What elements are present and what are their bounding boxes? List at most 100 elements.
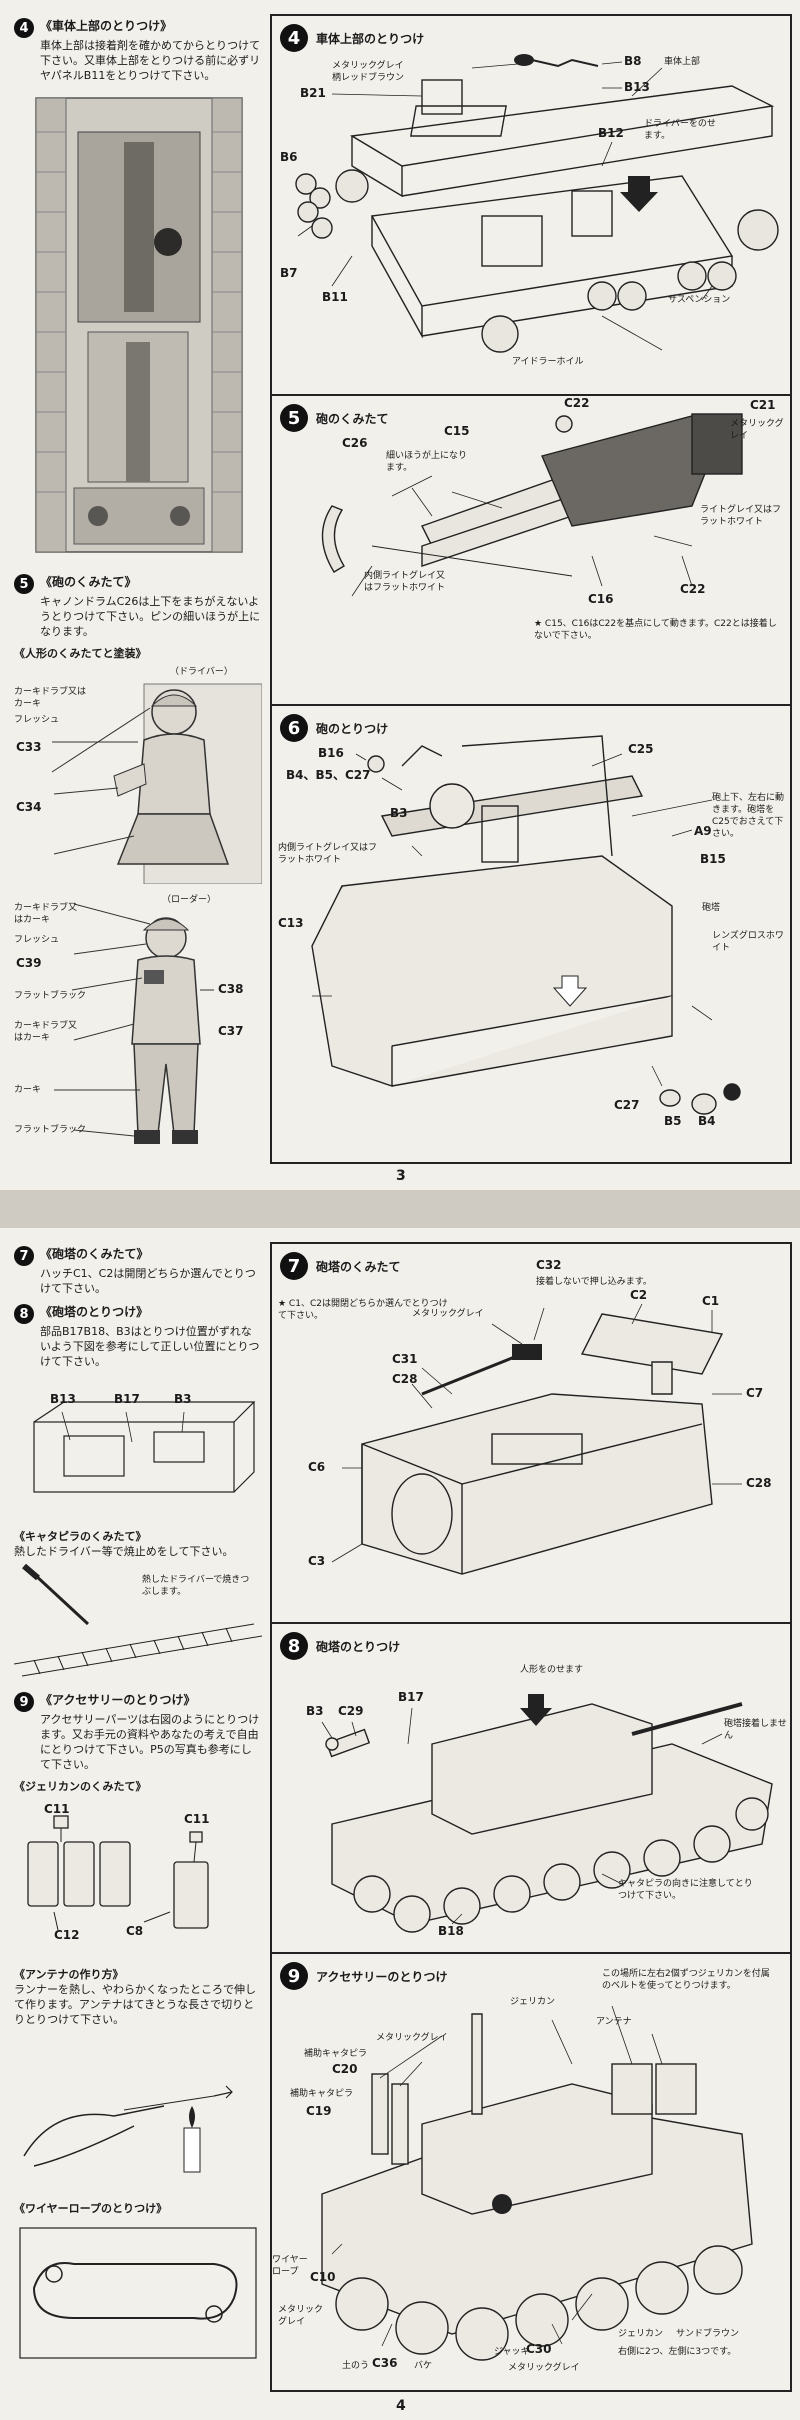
part-C11-b: C11 [184,1812,210,1826]
loader-color-khaki-2: カーキドラブ又はカーキ [14,1021,78,1043]
page-3: 4 《車体上部のとりつけ》 車体上部は接着剤を確かめてからとりつけて下さい。又車… [0,0,800,1190]
jerrycan-title: 《ジェリカンのくみたて》 [14,1780,147,1793]
gun-assembly-drawing [321,413,743,597]
spare-track-label-2: 補助キャタピラ [290,2089,354,2099]
spare-track-label: 補助キャタピラ [304,2049,368,2059]
panel7-gray-note: メタリックグレイ [412,1309,484,1319]
panel5-heading: 5 砲のくみたて [280,404,388,432]
part-C36: C36 [372,2356,398,2370]
panel8-number: 8 [280,1632,308,1660]
step9-title: 《アクセサリーのとりつけ》 [40,1693,196,1707]
part-B15: B15 [700,852,726,866]
panel9-number: 9 [280,1962,308,1990]
panel6-title: 砲のとりつけ [316,721,389,736]
part-C30: C30 [526,2342,552,2356]
jerrycan-label: ジェリカン [510,1997,556,2007]
panel5-title: 砲のくみたて [316,411,389,426]
gun-movement-note: 砲上下、左右に動きます。砲塔をC25でおさえて下さい。 [712,793,785,839]
part-C2: C2 [630,1288,648,1302]
part-C33: C33 [16,740,42,754]
wire-rope-title: 《ワイヤーロープのとりつけ》 [14,2202,168,2215]
loader-figure: （ローダー） カーキドラブ又はカーキ フレッシュ C39 C38 フラットブラッ… [14,894,262,1164]
antenna-figure [14,2036,262,2186]
page3-right-column: 4 車体上部のとりつけ [270,14,792,1164]
panel4-color-note: メタリックグレイ柄レッドブラウン [332,60,452,84]
panel7-number: 7 [280,1252,308,1280]
pin-orientation-note: 細いほうが上になります。 [386,451,468,473]
part-C13: C13 [278,916,304,930]
turret-position-figure: B13 B17 B3 [14,1392,262,1512]
panel-step6: 6 砲のとりつけ [272,706,790,1162]
tracks-body: 熱したドライバー等で焼止めをして下さい。 [14,1545,234,1558]
turret-mounting-drawing [321,1694,773,1933]
driver-color-khaki: カーキドラブ又はカーキ [14,687,87,709]
panel6-heading: 6 砲のとりつけ [280,714,388,742]
panel6-number: 6 [280,714,308,742]
step9-number: 9 [14,1692,34,1712]
panel5-metal-note: メタリックグレイ [730,419,784,441]
page-number-4: 4 [396,2398,406,2414]
panel7-title: 砲塔のくみたて [316,1259,401,1274]
part-B5: B5 [664,1114,682,1128]
part-C28-right: C28 [746,1476,772,1490]
loader-color-flesh: フレッシュ [14,935,60,945]
step4-title: 《車体上部のとりつけ》 [40,19,173,33]
step7-number: 7 [14,1246,34,1266]
part-C32: C32 [536,1258,562,1272]
part-C19: C19 [306,2104,332,2118]
step8-title: 《砲塔のとりつけ》 [40,1305,149,1319]
step4-body: 車体上部は接着剤を確かめてからとりつけて下さい。又車体上部をとりつける前に必ずリ… [40,39,261,82]
jerrycan-figure: C11 C11 C12 C8 [14,1802,262,1952]
part-B6: B6 [280,150,298,164]
driver-placement-note: ドライバーをのせます。 [644,119,716,141]
loader-color-khaki-3: カーキ [14,1085,42,1095]
jerrycan-count-note: 右側に2つ、左側に3つです。 [618,2347,737,2357]
lens-color-note: レンズグロスホワイト [712,931,784,953]
step4-heading: 4 《車体上部のとりつけ》 [14,18,262,38]
accessory-drawing [321,2005,753,2361]
antenna-body: ランナーを熱し、やわらかくなったところで伸して作ります。アンテナはてきとうな長さ… [14,1983,256,2026]
panel4-color-gray: メタリックグレイ [332,61,404,71]
part-B11: B11 [322,290,348,304]
part-C8: C8 [126,1924,144,1938]
panel7-heading: 7 砲塔のくみたて [280,1252,400,1280]
part-C15: C15 [444,424,470,438]
page3-left-column: 4 《車体上部のとりつけ》 車体上部は接着剤を確かめてからとりつけて下さい。又車… [14,14,262,1164]
sand-brown-label: サンドブラウン [676,2329,740,2339]
part-B12: B12 [598,126,624,140]
panel5-lightgray-note: ライトグレイ又はフラットホワイト [700,505,782,527]
step5-body: キャノンドラムC26は上下をまちがえないようとりつけて下さい。ピンの細いほうが上… [40,595,261,638]
step8-body: 部品B17B18、B3はとりつけ位置がずれないよう下図を参考にして正しい位置にと… [40,1325,260,1368]
hull-top-view-figure [28,92,250,558]
part-C38: C38 [218,982,244,996]
part-C22: C22 [564,396,590,410]
panel8-title: 砲塔のとりつけ [316,1639,401,1654]
page-4: 7 《砲塔のくみたて》 ハッチC1、C2は開閉どちらか選んでとりつけて下さい。 … [0,1228,800,2420]
suspension-label: サスペンション [668,295,731,305]
idler-wheel-label: アイドラーホイル [512,357,584,367]
page-number-3: 3 [396,1168,406,1184]
tracks-title: 《キャタピラのくみたて》 [14,1530,147,1543]
antenna-label: アンテナ [596,2017,632,2027]
part-B21: B21 [300,86,326,100]
step7-title: 《砲塔のくみたて》 [40,1247,149,1261]
panel4-number: 4 [280,24,308,52]
step8-heading: 8 《砲塔のとりつけ》 [14,1304,262,1324]
figures-title: 《人形のくみたてと塗装》 [14,647,147,660]
panel5-number: 5 [280,404,308,432]
panel9-gray-note-3: メタリックグレイ [508,2363,580,2373]
panel4-heading: 4 車体上部のとりつけ [280,24,424,52]
page4-left-column: 7 《砲塔のくみたて》 ハッチC1、C2は開閉どちらか選んでとりつけて下さい。 … [14,1242,262,2392]
step5-title: 《砲のくみたて》 [40,575,137,589]
panel9-heading: 9 アクセサリーのとりつけ [280,1962,448,1990]
part-C6: C6 [308,1460,326,1474]
part-B3-p4: B3 [174,1392,192,1406]
jack-label: ジャッキ [494,2347,530,2357]
panel9-title: アクセサリーのとりつけ [316,1969,448,1984]
part-C12: C12 [54,1928,80,1942]
step5-heading: 5 《砲のくみたて》 [14,574,262,594]
part-C25: C25 [628,742,654,756]
part-C7: C7 [746,1386,764,1400]
driver-figure: （ドライバー） カーキドラブ又はカーキ フレッシュ C33 C34 [14,664,262,884]
part-B3: B3 [390,806,408,820]
